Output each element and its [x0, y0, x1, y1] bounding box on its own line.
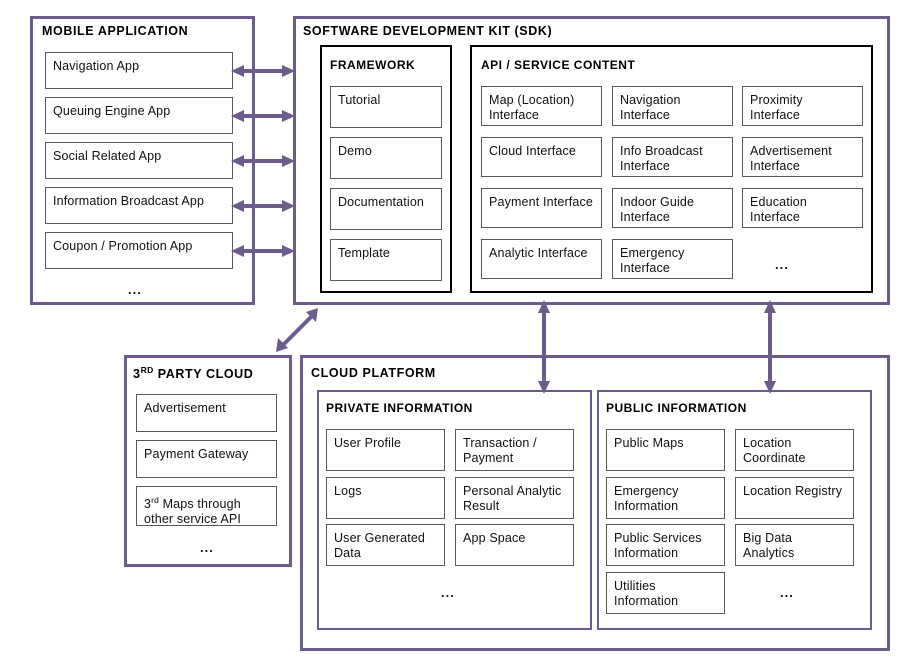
private-info-item-user-generated-data[interactable]: User Generated Data	[326, 524, 445, 566]
api-item-education-interface[interactable]: Education Interface	[742, 188, 863, 228]
api-item-indoor-guide-interface[interactable]: Indoor Guide Interface	[612, 188, 733, 228]
api-item-advertisement-interface[interactable]: Advertisement Interface	[742, 137, 863, 177]
api-item-proximity-interface[interactable]: Proximity Interface	[742, 86, 863, 126]
private-information-more: ...	[441, 585, 455, 600]
mobile-application-title: MOBILE APPLICATION	[42, 24, 189, 38]
api-item-navigation-interface[interactable]: Navigation Interface	[612, 86, 733, 126]
api-item-cloud-interface[interactable]: Cloud Interface	[481, 137, 602, 177]
third-maps-prefix: 3	[144, 497, 152, 512]
public-info-item-location-coordinate[interactable]: Location Coordinate	[735, 429, 854, 471]
connector-sdk-to-public-information	[760, 300, 780, 394]
mobile-app-item-information-broadcast[interactable]: Information Broadcast App	[45, 187, 233, 224]
third-party-cloud-item-advertisement[interactable]: Advertisement	[136, 394, 277, 432]
private-info-item-logs[interactable]: Logs	[326, 477, 445, 519]
mobile-application-more: ...	[128, 282, 142, 297]
public-info-item-location-registry[interactable]: Location Registry	[735, 477, 854, 519]
public-info-item-utilities-information[interactable]: Utilities Information	[606, 572, 725, 614]
private-information-title: PRIVATE INFORMATION	[326, 401, 473, 415]
third-party-cloud-item-third-maps[interactable]: 3rd Maps through other service API	[136, 486, 277, 526]
third-maps-suffix: Maps through other service API	[144, 497, 242, 526]
connector-mobile-app-to-sdk-4	[231, 196, 295, 216]
public-information-more: ...	[780, 585, 794, 600]
private-info-item-user-profile[interactable]: User Profile	[326, 429, 445, 471]
third-party-cloud-more: ...	[200, 540, 214, 555]
framework-item-tutorial[interactable]: Tutorial	[330, 86, 442, 128]
third-maps-sup: rd	[151, 495, 159, 505]
third-party-cloud-title-suffix: PARTY CLOUD	[153, 367, 254, 382]
third-party-cloud-title: 3RD PARTY CLOUD	[133, 365, 253, 381]
private-info-item-app-space[interactable]: App Space	[455, 524, 574, 566]
api-item-emergency-interface[interactable]: Emergency Interface	[612, 239, 733, 279]
api-service-content-more: ...	[775, 257, 789, 272]
connector-mobile-app-to-sdk-2	[231, 106, 295, 126]
public-information-title: PUBLIC INFORMATION	[606, 401, 747, 415]
framework-item-documentation[interactable]: Documentation	[330, 188, 442, 230]
private-info-item-personal-analytic-result[interactable]: Personal Analytic Result	[455, 477, 574, 519]
third-party-cloud-title-sup: RD	[140, 365, 154, 375]
third-party-cloud-title-prefix: 3	[133, 367, 141, 382]
connector-sdk-to-third-party-cloud	[270, 302, 326, 358]
public-info-item-public-services-information[interactable]: Public Services Information	[606, 524, 725, 566]
api-item-payment-interface[interactable]: Payment Interface	[481, 188, 602, 228]
api-item-map-location-interface[interactable]: Map (Location) Interface	[481, 86, 602, 126]
sdk-title: SOFTWARE DEVELOPMENT KIT (SDK)	[303, 24, 553, 38]
connector-mobile-app-to-sdk-3	[231, 151, 295, 171]
mobile-app-item-queuing-engine[interactable]: Queuing Engine App	[45, 97, 233, 134]
framework-item-demo[interactable]: Demo	[330, 137, 442, 179]
api-service-content-title: API / SERVICE CONTENT	[481, 58, 636, 72]
connector-mobile-app-to-sdk-5	[231, 241, 295, 261]
mobile-app-item-social-related[interactable]: Social Related App	[45, 142, 233, 179]
private-info-item-transaction-payment[interactable]: Transaction / Payment	[455, 429, 574, 471]
api-item-analytic-interface[interactable]: Analytic Interface	[481, 239, 602, 279]
third-party-cloud-item-payment-gateway[interactable]: Payment Gateway	[136, 440, 277, 478]
public-info-item-big-data-analytics[interactable]: Big Data Analytics	[735, 524, 854, 566]
connector-sdk-to-private-information	[534, 300, 554, 394]
mobile-app-item-navigation[interactable]: Navigation App	[45, 52, 233, 89]
public-info-item-public-maps[interactable]: Public Maps	[606, 429, 725, 471]
connector-mobile-app-to-sdk-1	[231, 61, 295, 81]
cloud-platform-title: CLOUD PLATFORM	[311, 366, 436, 380]
mobile-app-item-coupon-promotion[interactable]: Coupon / Promotion App	[45, 232, 233, 269]
framework-item-template[interactable]: Template	[330, 239, 442, 281]
api-item-info-broadcast-interface[interactable]: Info Broadcast Interface	[612, 137, 733, 177]
public-info-item-emergency-information[interactable]: Emergency Information	[606, 477, 725, 519]
framework-title: FRAMEWORK	[330, 58, 416, 72]
